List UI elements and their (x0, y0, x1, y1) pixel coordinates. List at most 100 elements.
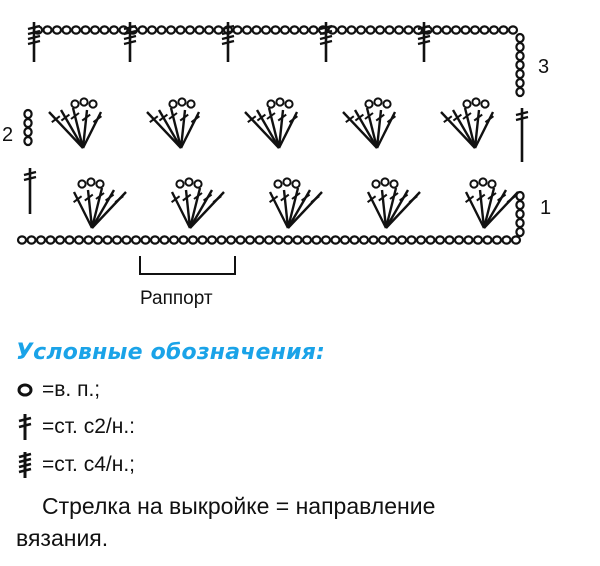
chain-stitch-icon (501, 235, 512, 245)
chain-stitch-icon (301, 235, 313, 245)
stitch-row2-end (515, 108, 529, 162)
chain-stitch-icon (415, 235, 427, 245)
turning-chain-row2 (23, 108, 33, 147)
chain-stitch-icon (26, 235, 37, 245)
chain-stitch-icon (23, 108, 33, 120)
chain-stitch-icon (254, 235, 265, 245)
chain-stitch-icon (460, 25, 471, 35)
chain-stitch-icon (471, 97, 481, 107)
chain-stitch-icon (121, 235, 132, 245)
stitch-row1-start (23, 168, 37, 214)
chain-stitch-icon (232, 25, 243, 35)
chain-stitch-icon (197, 235, 208, 245)
chain-stitch-icon (79, 97, 89, 107)
fan-row1-5 (464, 177, 519, 229)
chain-stitch-icon (365, 25, 376, 35)
chain-stitch-icon (384, 25, 395, 35)
chain-stitch-icon (168, 235, 180, 245)
chain-stitch-icon (382, 99, 392, 109)
chain-stitch-icon (241, 25, 253, 35)
chain-stitch-icon (515, 32, 525, 44)
chain-stitch-icon (80, 25, 91, 35)
turning-chain-row1 (515, 190, 525, 238)
chain-stitch-icon (403, 25, 414, 35)
legend-item-double-crochet: =ст. с2/н.: (14, 412, 135, 442)
chain-stitch-icon (515, 77, 525, 89)
chain-stitch-icon (482, 235, 493, 245)
chain-stitch-icon (118, 25, 129, 35)
row-number-2: 2 (2, 124, 14, 146)
chain-stitch-icon (364, 99, 374, 109)
chain-stitch-icon (336, 25, 348, 35)
chain-stitch-icon (111, 235, 123, 245)
chain-stitch-icon (515, 41, 525, 53)
chain-stitch-icon (149, 235, 161, 245)
legend-note: Стрелка на выкройке = направление вязани… (16, 490, 596, 554)
chain-stitch-icon (389, 179, 399, 189)
chain-stitch-icon (51, 25, 63, 35)
chain-stitch-icon (425, 235, 436, 245)
chain-stitch-icon (270, 25, 281, 35)
quadruple-crochet-icon (18, 452, 32, 478)
chain-stitch-icon (77, 179, 87, 189)
fan-row1-4 (366, 177, 421, 229)
chain-stitch-icon (387, 235, 398, 245)
row-number-3: 3 (538, 56, 550, 78)
top-chain-row3 (32, 25, 519, 35)
chain-stitch-icon (206, 235, 218, 245)
turning-chain-row3 (515, 32, 525, 98)
chain-stitch-icon (216, 235, 227, 245)
chain-stitch-icon (487, 179, 497, 189)
chain-stitch-icon (406, 235, 417, 245)
chain-stitch-icon (373, 97, 383, 107)
chain-stitch-icon (178, 235, 189, 245)
chain-stitch-icon (130, 235, 142, 245)
chain-stitch-icon (54, 235, 66, 245)
legend-text-chain: =в. п.; (42, 378, 101, 401)
chain-stitch-icon (64, 235, 75, 245)
chain-stitch-icon (320, 235, 332, 245)
chain-stitch-icon (330, 235, 341, 245)
chain-stitch-icon (213, 25, 224, 35)
chain-stitch-icon (431, 25, 443, 35)
chain-stitch-icon (444, 235, 455, 245)
foundation-chain (16, 235, 522, 245)
chain-stitch-icon (308, 25, 319, 35)
fan-row2-3 (244, 97, 299, 149)
legend-note-line2: вязания. (16, 525, 109, 551)
chain-stitch-icon (175, 25, 186, 35)
chain-stitch-icon (203, 25, 215, 35)
fan-row1-2 (170, 177, 225, 229)
chain-stitch-icon (434, 235, 446, 245)
chain-stitch-icon (146, 25, 158, 35)
chain-stitch-icon (311, 235, 322, 245)
chain-stitch-icon (515, 217, 525, 229)
legend-text-double-crochet: =ст. с2/н.: (42, 415, 136, 438)
chain-stitch-icon (346, 25, 357, 35)
chain-stitch-icon (23, 135, 33, 147)
chain-stitch-icon (498, 25, 509, 35)
chain-stitch-icon (266, 99, 276, 109)
chain-stitch-icon (441, 25, 452, 35)
chain-stitch-icon (507, 25, 519, 35)
chain-stitch-icon (462, 99, 472, 109)
stitch-row3-4 (319, 22, 333, 62)
chain-stitch-icon (251, 25, 262, 35)
chain-stitch-icon (515, 86, 525, 98)
chain-stitch-icon (42, 25, 53, 35)
chain-stitch-icon (463, 235, 474, 245)
chain-stitch-icon (73, 235, 85, 245)
chain-stitch-icon (61, 25, 72, 35)
chain-stitch-icon (45, 235, 56, 245)
chain-stitch-icon (184, 177, 194, 187)
chain-stitch-icon (193, 179, 203, 189)
chain-stitch-icon (177, 97, 187, 107)
stitch-row3-1 (27, 22, 41, 62)
legend-item-quadruple-crochet: =ст. с4/н.; (14, 450, 135, 480)
stitch-row3-3 (221, 22, 235, 62)
chain-stitch-icon (515, 199, 525, 211)
chain-stitch-icon (282, 235, 294, 245)
chain-stitch-icon (480, 99, 490, 109)
chain-stitch-icon (244, 235, 256, 245)
chain-stitch-icon (159, 235, 170, 245)
